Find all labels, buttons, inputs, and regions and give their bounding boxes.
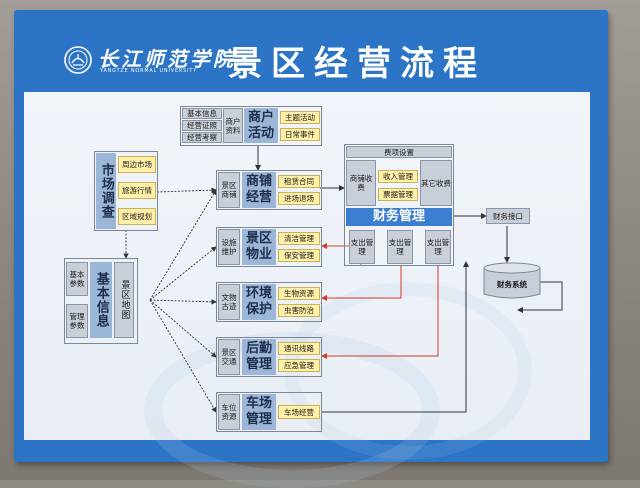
merchant-info[interactable]: 基本信息 bbox=[182, 108, 222, 119]
module-title[interactable]: 商铺经营 bbox=[242, 172, 276, 208]
school-name-en: YANGTZE NORMAL UNIVERSITY bbox=[100, 69, 198, 74]
shop-fee[interactable]: 商铺收费 bbox=[346, 160, 376, 206]
fee-setting[interactable]: 费项设置 bbox=[346, 146, 452, 158]
university-emblem-icon bbox=[64, 46, 92, 74]
module-item[interactable]: 租赁合同 bbox=[278, 175, 320, 188]
scenic-map[interactable]: 景区地图 bbox=[114, 262, 134, 338]
module-item[interactable]: 通讯线路 bbox=[278, 342, 320, 355]
page-title: 景区经营流程 bbox=[228, 44, 486, 84]
market-group bbox=[94, 151, 158, 231]
module-parking bbox=[216, 392, 322, 432]
module-environment bbox=[216, 282, 322, 322]
module-item[interactable]: 清洁管理 bbox=[278, 232, 320, 245]
merchant-item[interactable]: 主题活动 bbox=[280, 111, 320, 124]
module-item[interactable]: 保安管理 bbox=[278, 249, 320, 262]
merchant-title[interactable]: 商户活动 bbox=[244, 108, 278, 143]
finance-interface[interactable]: 财务接口 bbox=[486, 208, 530, 224]
module-title[interactable]: 景区物业 bbox=[242, 229, 276, 265]
module-title[interactable]: 车场管理 bbox=[242, 394, 276, 430]
merchant-item[interactable]: 日常事件 bbox=[280, 128, 320, 141]
module-tag[interactable]: 景区商铺 bbox=[218, 172, 240, 208]
other-fee[interactable]: 其它收费 bbox=[420, 160, 452, 206]
basic-sub[interactable]: 基本参数 bbox=[66, 262, 88, 296]
merchant-group bbox=[180, 106, 322, 146]
expense-mgmt[interactable]: 支出管理 bbox=[425, 230, 451, 264]
finance-system[interactable]: 财务系统 bbox=[497, 279, 527, 289]
finance-title[interactable]: 财务管理 bbox=[346, 208, 452, 226]
module-tag[interactable]: 设施维护 bbox=[218, 229, 240, 265]
module-item[interactable]: 车场经营 bbox=[278, 405, 320, 419]
expense-mgmt[interactable]: 支出管理 bbox=[387, 230, 413, 264]
merchant-info[interactable]: 经营证照 bbox=[182, 120, 222, 131]
basic-info-title[interactable]: 基本信息 bbox=[90, 262, 112, 338]
market-item[interactable]: 区域规划 bbox=[118, 208, 156, 225]
module-shop bbox=[216, 170, 322, 210]
module-item[interactable]: 虫害防治 bbox=[278, 304, 320, 317]
merchant-info[interactable]: 经营考察 bbox=[182, 132, 222, 143]
basic-info-group bbox=[64, 258, 138, 344]
module-tag[interactable]: 景区交通 bbox=[218, 339, 240, 375]
module-item[interactable]: 生物资源 bbox=[278, 287, 320, 300]
module-item[interactable]: 进场退场 bbox=[278, 192, 320, 205]
module-logistics bbox=[216, 337, 322, 377]
school-name-cn: 长江师范学院 bbox=[98, 47, 236, 71]
module-tag[interactable]: 文物古迹 bbox=[218, 284, 240, 320]
income-mgmt[interactable]: 收入管理 bbox=[378, 170, 418, 183]
module-tag[interactable]: 车位资源 bbox=[218, 394, 240, 430]
market-item[interactable]: 周边市场 bbox=[118, 156, 156, 173]
ticket-mgmt[interactable]: 票据管理 bbox=[378, 188, 418, 201]
market-title[interactable]: 市场调查 bbox=[96, 153, 116, 229]
merchant-tag[interactable]: 商户资料 bbox=[223, 108, 243, 143]
module-property bbox=[216, 227, 322, 267]
database-icon bbox=[483, 262, 541, 299]
expense-mgmt[interactable]: 支出管理 bbox=[349, 230, 375, 264]
market-item[interactable]: 旅游行情 bbox=[118, 182, 156, 199]
module-title[interactable]: 环境保护 bbox=[242, 284, 276, 320]
basic-sub[interactable]: 管理参数 bbox=[66, 304, 88, 338]
module-item[interactable]: 应急管理 bbox=[278, 359, 320, 372]
module-title[interactable]: 后勤管理 bbox=[242, 339, 276, 375]
